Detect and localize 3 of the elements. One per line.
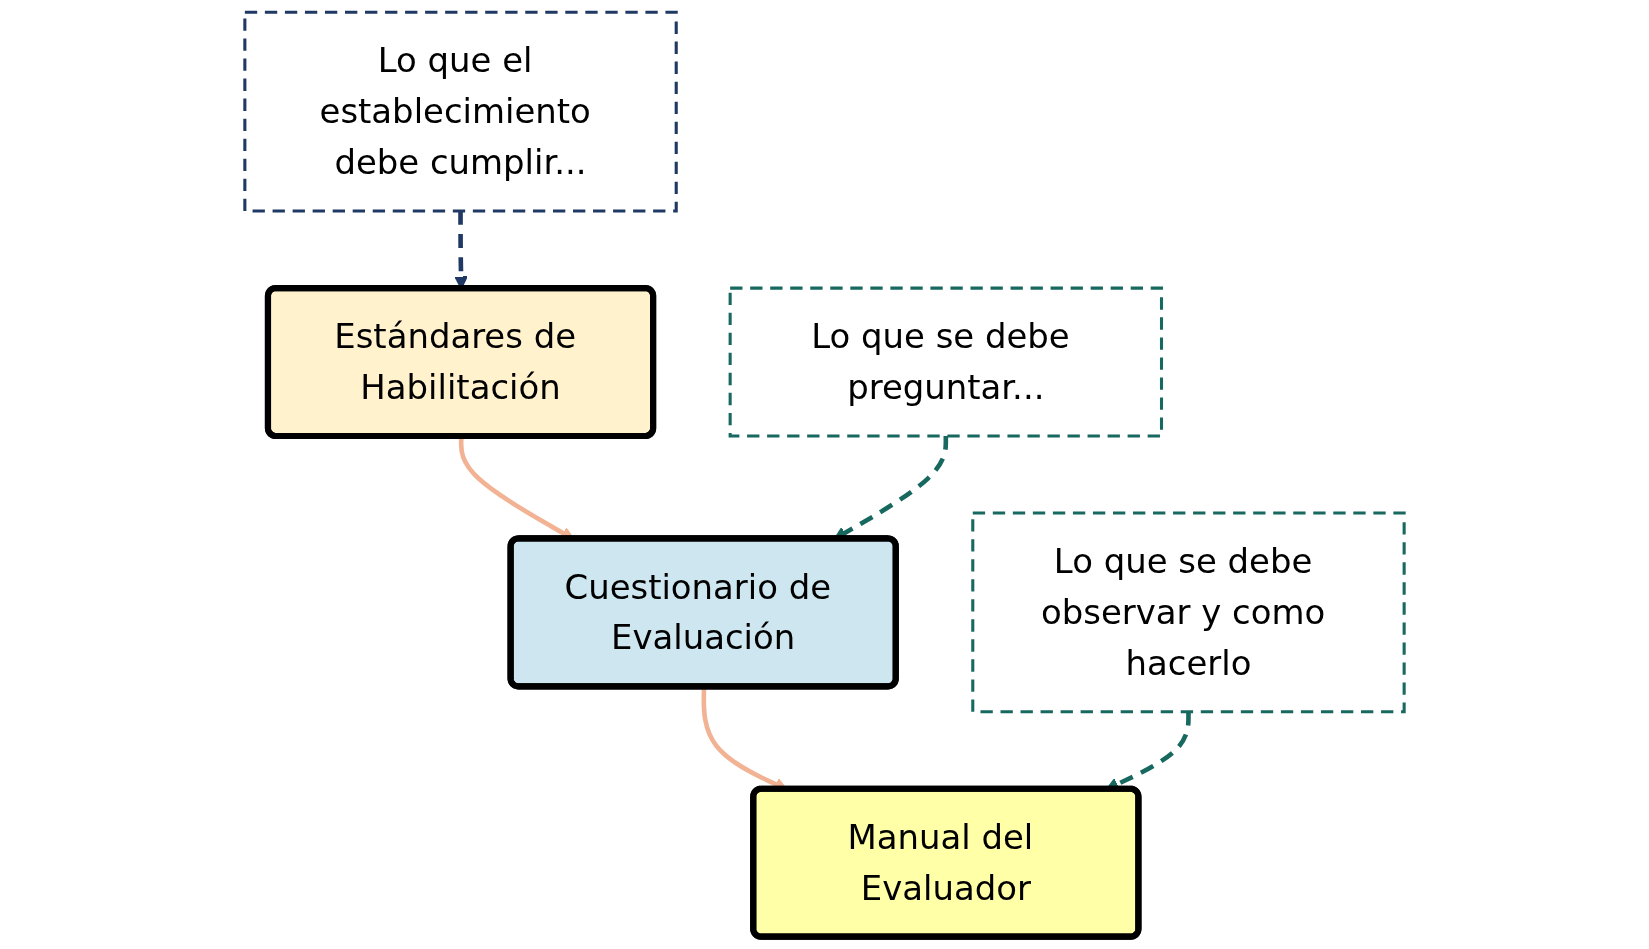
node-box: Lo que se debe preguntar... [728, 286, 1164, 438]
node-box: Lo que el establecimiento debe cumplir... [243, 10, 678, 213]
node-box: Lo que se debe observar y como hacerlo [971, 511, 1406, 714]
